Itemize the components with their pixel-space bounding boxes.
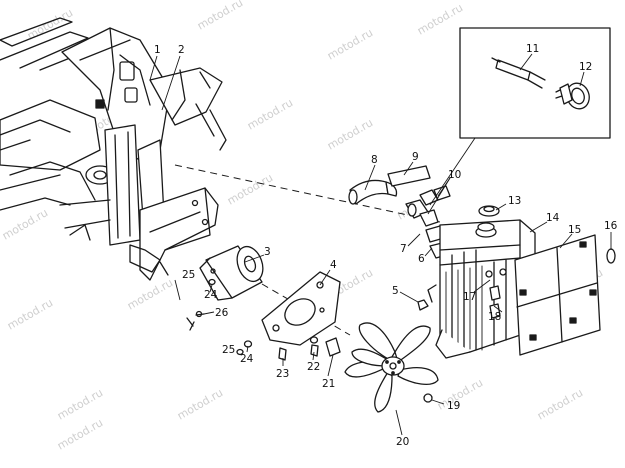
radiator-cap (478, 205, 500, 217)
callout-labels: 1 2 3 4 5 6 7 8 9 10 11 12 13 14 15 16 1… (154, 43, 618, 448)
watermark: motod.ru (415, 1, 465, 37)
sensor-inset (429, 27, 611, 206)
callout-23: 23 (276, 368, 289, 380)
callout-25-lower: 25 (222, 344, 235, 356)
watermark: motod.ru (325, 116, 375, 152)
callout-24-upper: 24 (204, 289, 218, 301)
watermark: motod.ru (245, 96, 295, 132)
watermark: motod.ru (225, 171, 275, 207)
radiator-screen (514, 234, 601, 356)
callout-17: 17 (463, 291, 476, 303)
watermark: motod.ru (175, 386, 225, 422)
callout-6: 6 (418, 253, 425, 265)
callout-20: 20 (396, 436, 409, 448)
callout-21: 21 (322, 378, 335, 390)
callout-12: 12 (579, 61, 592, 73)
callout-19: 19 (447, 400, 460, 412)
callout-4: 4 (330, 259, 337, 271)
callout-22: 22 (307, 361, 320, 373)
callout-11: 11 (526, 43, 539, 55)
callout-7: 7 (400, 243, 407, 255)
callout-9: 9 (412, 151, 419, 163)
callout-13: 13 (508, 195, 521, 207)
callout-1: 1 (154, 44, 161, 56)
callout-2: 2 (178, 44, 185, 56)
callout-5: 5 (392, 285, 399, 297)
callout-26: 26 (215, 307, 229, 319)
leader-lines (149, 53, 612, 436)
assembly-reference-line (174, 164, 441, 223)
watermark: motod.ru (5, 296, 55, 332)
callout-15: 15 (568, 224, 581, 236)
cooling-fan-blade (344, 322, 439, 413)
callout-25-upper: 25 (182, 269, 195, 281)
callout-16: 16 (604, 220, 618, 232)
watermark: motod.ru (125, 276, 175, 312)
watermark: motod.ru (0, 206, 50, 242)
watermark: motod.ru (195, 0, 245, 33)
callout-8: 8 (371, 154, 378, 166)
callout-10: 10 (448, 169, 461, 181)
fasteners (186, 278, 433, 403)
watermark: motod.ru (535, 386, 585, 422)
watermark: motod.ru (325, 26, 375, 62)
callout-14: 14 (546, 212, 560, 224)
o-ring (606, 248, 616, 264)
callout-3: 3 (264, 246, 271, 258)
radiator (427, 219, 536, 359)
radiator-hoses (348, 165, 451, 259)
fan-shroud-plate (261, 271, 341, 346)
vehicle-frame (0, 17, 227, 281)
callout-18: 18 (488, 311, 501, 323)
callout-24-lower: 24 (240, 353, 254, 365)
